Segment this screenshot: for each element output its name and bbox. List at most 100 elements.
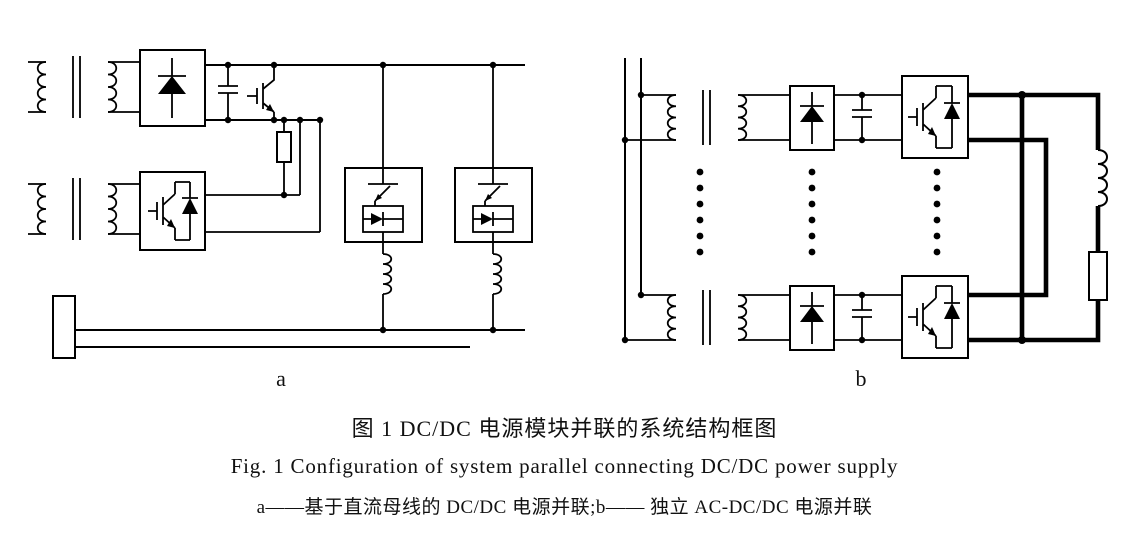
primary-coil: [666, 94, 677, 141]
diagram-b: [621, 58, 1108, 359]
ac-input-bus: [624, 58, 642, 340]
secondary-coil: [107, 183, 118, 235]
dc-link-wires: [834, 294, 902, 341]
diode-icon: [800, 306, 824, 322]
converter-unit-top: [621, 75, 969, 159]
primary-coil: [666, 294, 677, 341]
junction-dot: [316, 116, 324, 124]
igbt-outline: [901, 75, 969, 159]
transformer-icon: [666, 90, 790, 145]
junction-dot: [858, 336, 866, 344]
rectifier-outline: [139, 49, 206, 127]
junction-dot: [270, 61, 278, 69]
output-bus: [968, 91, 1108, 344]
junction-dot: [280, 116, 288, 124]
rectifier-outline: [789, 285, 835, 351]
dc-link-wires: [834, 94, 902, 141]
junction-dot: [637, 291, 645, 299]
load-wire-top: [1022, 92, 1101, 150]
junction-dot: [858, 91, 866, 99]
core-lines: [72, 178, 81, 240]
junction-dot: [270, 116, 278, 124]
transformer-icon: [666, 290, 790, 345]
arrowhead: [266, 104, 274, 112]
secondary-coil: [107, 61, 118, 113]
capacitor-icon: [852, 291, 872, 344]
subfigure-label-a: a: [276, 366, 286, 391]
diode-icon: [182, 198, 198, 214]
resistor-icon: [276, 116, 292, 199]
lead-wires: [738, 294, 790, 341]
igbt-box: [901, 275, 969, 359]
diode-icon: [481, 213, 493, 225]
inverter-box: [139, 171, 206, 251]
igbt-outline: [901, 275, 969, 359]
resistor-icon: [1088, 251, 1108, 301]
rectifier-box: [139, 49, 206, 127]
igbt-icon: [247, 61, 278, 124]
circuit-figure: [28, 49, 1108, 359]
junction-dot: [858, 291, 866, 299]
figure-caption-chinese: 图 1 DC/DC 电源模块并联的系统结构框图: [351, 416, 778, 441]
inductor-icon: [382, 253, 393, 295]
junction-dot: [489, 61, 497, 69]
arrowhead: [928, 327, 936, 336]
inverter-outline: [139, 171, 206, 251]
junction-dot: [637, 91, 645, 99]
figure-subcaption: a——基于直流母线的 DC/DC 电源并联;b—— 独立 AC-DC/DC 电源…: [256, 497, 873, 518]
lead-wires: [108, 61, 140, 113]
capacitor-icon: [218, 61, 238, 124]
converter-unit-bottom: [621, 275, 969, 359]
bus-wire-inner: [968, 137, 1049, 298]
igbt-box: [901, 75, 969, 159]
diode-icon: [158, 76, 186, 94]
rectifier-box: [789, 85, 835, 151]
junction-dot: [379, 61, 387, 69]
junction-dot: [1018, 336, 1026, 344]
diode-icon: [371, 213, 383, 225]
transformer-icon: [28, 178, 140, 240]
ellipsis-dots: [696, 168, 941, 256]
inductor-icon: [1097, 149, 1108, 207]
core-lines: [702, 90, 711, 145]
lead-wires: [738, 94, 790, 141]
diode-icon: [944, 303, 960, 319]
tap-wires: [625, 94, 676, 141]
rectifier-outline: [789, 85, 835, 151]
junction-dot: [224, 61, 232, 69]
lead-wires: [108, 183, 140, 235]
power-module-block: [344, 61, 423, 334]
tap-wires: [625, 294, 676, 341]
primary-coil: [36, 183, 47, 235]
figure-caption-english: Fig. 1 Configuration of system parallel …: [230, 454, 899, 478]
junction-dot: [1018, 91, 1026, 99]
inductor-icon: [492, 253, 503, 295]
secondary-coil: [737, 294, 748, 341]
junction-dot: [296, 116, 304, 124]
capacitor-icon: [852, 91, 872, 144]
primary-coil: [36, 61, 47, 113]
junction-dot: [224, 116, 232, 124]
rectifier-box: [789, 285, 835, 351]
junction-dot: [621, 336, 629, 344]
bus-terminal-block: [52, 295, 76, 359]
power-module-block: [454, 61, 533, 334]
diagram-a: [28, 49, 533, 359]
arrowhead: [167, 219, 175, 228]
transformer-icon: [28, 56, 140, 118]
load-wire-bottom: [1022, 300, 1101, 343]
bus-link-wires: [205, 120, 321, 233]
core-lines: [72, 56, 81, 118]
diode-icon: [800, 106, 824, 122]
core-lines: [702, 290, 711, 345]
dc-bus: [52, 295, 525, 359]
diode-icon: [944, 103, 960, 119]
subfigure-label-b: b: [855, 366, 867, 391]
arrowhead: [375, 194, 382, 201]
bus-wire-outer: [968, 92, 1025, 343]
junction-dot: [858, 136, 866, 144]
secondary-coil: [737, 94, 748, 141]
arrowhead: [928, 127, 936, 136]
junction-dot: [621, 136, 629, 144]
